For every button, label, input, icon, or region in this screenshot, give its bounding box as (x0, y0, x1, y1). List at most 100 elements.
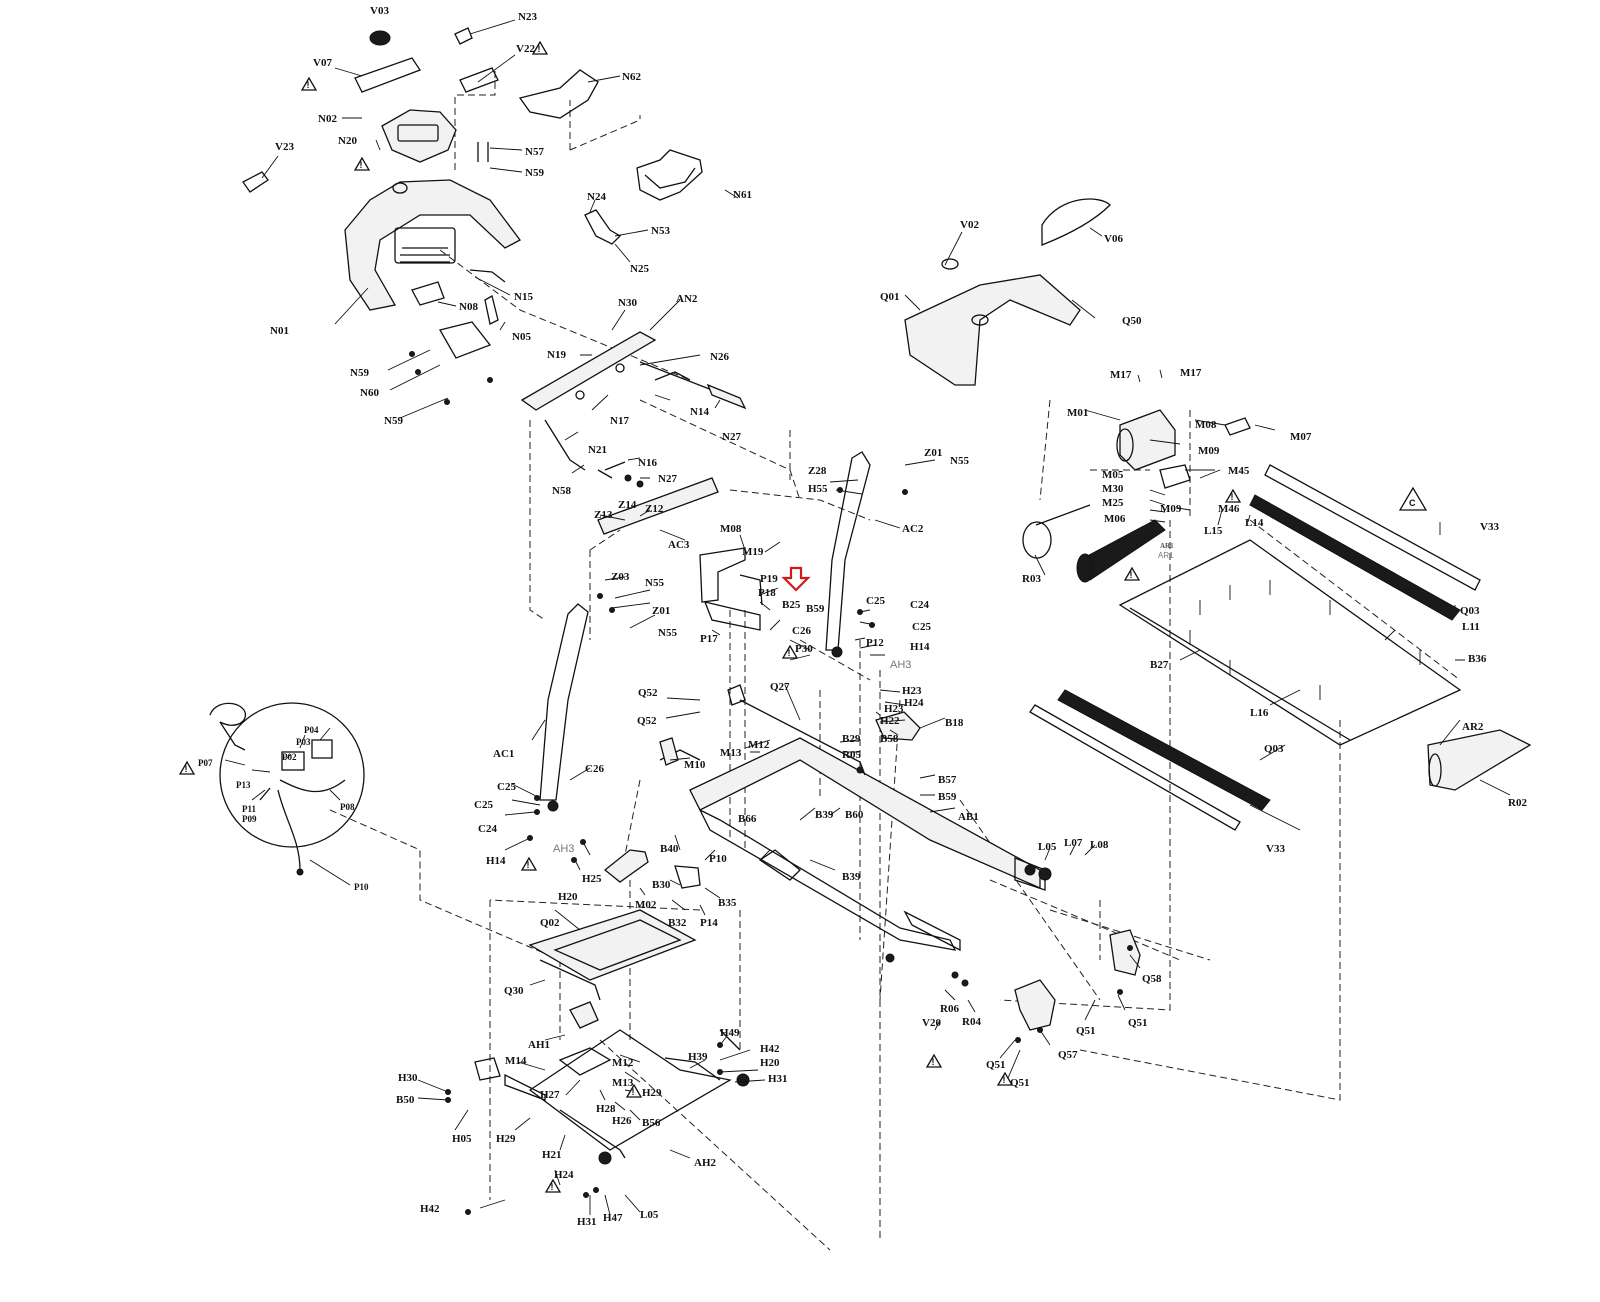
part-label: M01 (1067, 407, 1088, 419)
part-label: N24 (587, 191, 606, 203)
part-label: H28 (596, 1103, 616, 1115)
part-label: N55 (658, 627, 677, 639)
part-label: H42 (420, 1203, 440, 1215)
lift-assembly (474, 849, 750, 1165)
part-label: B66 (738, 813, 757, 825)
part-label: H49 (720, 1027, 740, 1039)
part-label: B30 (652, 879, 671, 891)
warning-triangle-icon: ! (1224, 488, 1242, 503)
part-label: Q01 (880, 291, 900, 303)
part-label: P18 (758, 587, 776, 599)
warning-triangle-icon: ! (925, 1053, 943, 1068)
part-label: Q57 (1058, 1049, 1078, 1061)
part-label: H14 (910, 641, 930, 653)
part-label: H55 (808, 483, 828, 495)
part-label: P11 (242, 804, 257, 814)
upright-ac1 (539, 603, 589, 801)
part-label: L05 (640, 1209, 659, 1221)
warning-triangle-icon: C (1398, 486, 1428, 511)
knob-icon (369, 30, 391, 46)
part-label: H05 (452, 1133, 472, 1145)
part-label: N27 (658, 473, 677, 485)
power-entry-detail (209, 702, 365, 876)
part-label: P10 (709, 853, 727, 865)
part-label: C25 (474, 799, 493, 811)
part-label: Q02 (540, 917, 560, 929)
part-label: Q27 (770, 681, 790, 693)
part-label: H21 (542, 1149, 562, 1161)
part-label: AC2 (902, 523, 924, 535)
part-label: V20 (922, 1017, 941, 1029)
part-label: H47 (603, 1212, 623, 1224)
warning-triangle-icon: ! (544, 1178, 562, 1193)
part-label: H31 (768, 1073, 788, 1085)
warning-triangle-icon: ! (300, 76, 318, 91)
side-rail-q03-top (1249, 494, 1461, 621)
part-label: M30 (1102, 483, 1124, 495)
warning-triangle-icon: ! (625, 1083, 643, 1098)
part-label: B50 (396, 1094, 415, 1106)
part-label: H42 (760, 1043, 780, 1055)
part-label: N30 (618, 297, 637, 309)
part-label: B18 (945, 717, 964, 729)
part-label: M08 (1195, 419, 1217, 431)
part-label: M25 (1102, 497, 1124, 509)
deck-bolts (1189, 580, 1421, 700)
part-label: B59 (938, 791, 957, 803)
highlight-arrow-icon (781, 566, 811, 592)
part-label: M14 (505, 1055, 527, 1067)
part-label: N58 (552, 485, 571, 497)
warning-triangle-icon: ! (781, 644, 799, 659)
part-label: V02 (960, 219, 979, 231)
part-label: N23 (518, 11, 537, 23)
svg-text:!: ! (527, 860, 530, 870)
part-label: Z01 (924, 447, 942, 459)
part-label: P17 (700, 633, 718, 645)
part-label: N62 (622, 71, 641, 83)
motor-pulley (1022, 521, 1052, 559)
console-assembly (242, 27, 703, 359)
part-label: C26 (585, 763, 604, 775)
part-label: B56 (642, 1117, 661, 1129)
rail-v33-bottom (1029, 704, 1241, 831)
part-label: N14 (690, 406, 709, 418)
part-label: P10 (354, 882, 369, 892)
warning-triangle-icon: ! (353, 156, 371, 171)
part-label: N25 (630, 263, 649, 275)
part-label: Z14 (618, 499, 637, 511)
part-label: R03 (1022, 573, 1041, 585)
part-label: C26 (792, 625, 811, 637)
crossbar-ac3 (597, 477, 719, 535)
part-label: L08 (1090, 839, 1109, 851)
console-shroud (344, 179, 521, 311)
part-label: H30 (398, 1072, 418, 1084)
part-label: L11 (1462, 621, 1480, 633)
svg-text:!: ! (1130, 570, 1133, 580)
part-label: Q58 (1142, 973, 1162, 985)
part-label: N59 (384, 415, 403, 427)
part-label: P30 (795, 643, 813, 655)
detail-circle (219, 702, 365, 848)
part-label: M05 (1102, 469, 1124, 481)
part-label: P02 (282, 752, 297, 762)
part-label: C24 (910, 599, 929, 611)
part-label: Z03 (611, 571, 630, 583)
leader-lines (224, 19, 1511, 1216)
part-label: P12 (866, 637, 884, 649)
part-label: H39 (688, 1051, 708, 1063)
svg-text:!: ! (538, 44, 541, 54)
part-label: H24 (554, 1169, 574, 1181)
part-label: AH3 (890, 659, 911, 671)
part-label: AN2 (676, 293, 698, 305)
part-label: Q52 (637, 715, 657, 727)
part-label: AC1 (493, 748, 514, 760)
part-label: B35 (718, 897, 737, 909)
part-label: B39 (815, 809, 834, 821)
uprights (539, 451, 871, 812)
part-label: M13 (612, 1077, 634, 1089)
part-label: N02 (318, 113, 337, 125)
part-label: Q51 (1076, 1025, 1096, 1037)
part-label: AH3 (553, 843, 574, 855)
part-label: Z12 (645, 503, 664, 515)
part-label: H14 (486, 855, 506, 867)
